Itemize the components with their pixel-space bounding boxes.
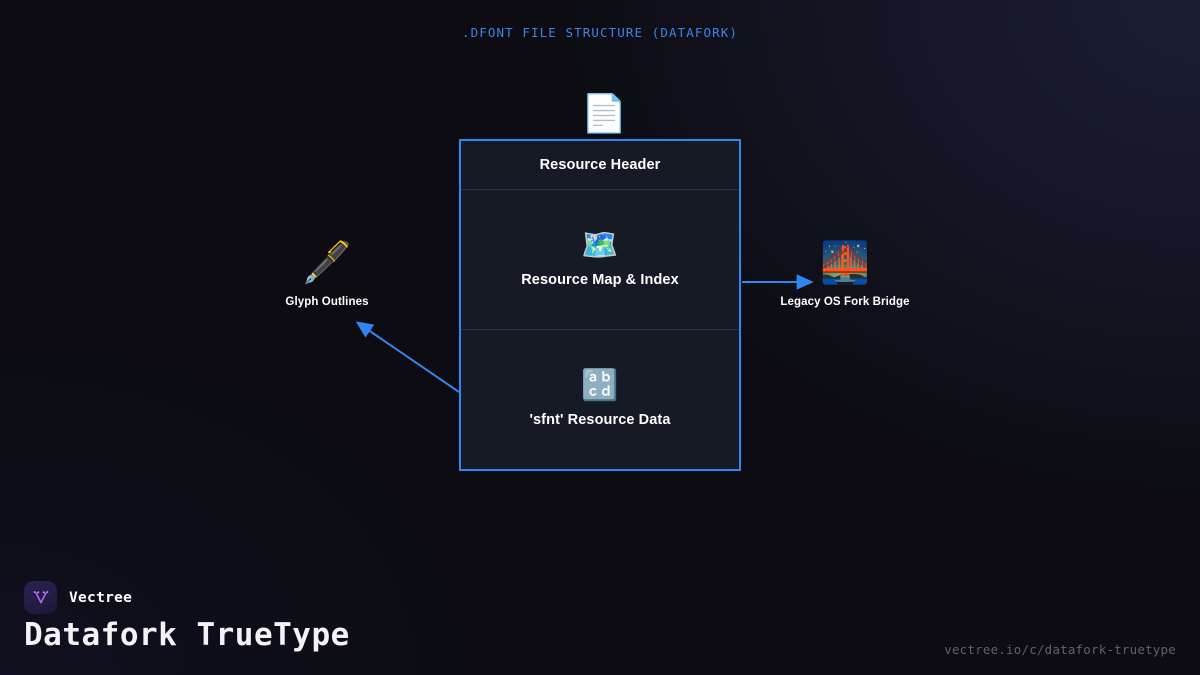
connector-to-glyph-outlines xyxy=(355,321,460,393)
node-legacy-os-fork-bridge[interactable]: 🌉 Legacy OS Fork Bridge xyxy=(755,243,935,310)
section-resource-header[interactable]: Resource Header xyxy=(461,141,739,190)
section-resource-map-index-label: Resource Map & Index xyxy=(521,272,679,288)
section-resource-map-index[interactable]: 🗺️ Resource Map & Index xyxy=(461,190,739,330)
world-map-icon: 🗺️ xyxy=(581,228,619,263)
vectree-tree-glyph xyxy=(33,590,48,603)
node-legacy-os-fork-bridge-label: Legacy OS Fork Bridge xyxy=(780,296,910,308)
dfont-structure-box: Resource Header 🗺️ Resource Map & Index … xyxy=(459,139,741,471)
diagram-title: .DFONT FILE STRUCTURE (DATAFORK) xyxy=(461,25,739,40)
input-latin-letters-icon: 🔡 xyxy=(581,368,619,403)
section-sfnt-resource-data-label: 'sfnt' Resource Data xyxy=(529,412,671,428)
footer: Vectree Datafork TrueType vectree.io/c/d… xyxy=(0,565,1200,675)
page-facing-up-icon: 📄 xyxy=(581,92,628,135)
section-resource-header-label: Resource Header xyxy=(539,157,661,173)
section-sfnt-resource-data[interactable]: 🔡 'sfnt' Resource Data xyxy=(461,330,739,469)
bridge-at-night-icon: 🌉 xyxy=(820,240,870,286)
node-glyph-outlines-label: Glyph Outlines xyxy=(285,296,369,308)
node-glyph-outlines[interactable]: 🖋️ Glyph Outlines xyxy=(237,243,417,310)
brand-name: Vectree xyxy=(69,589,133,606)
footer-title: Datafork TrueType xyxy=(24,617,350,653)
brand-row[interactable]: Vectree xyxy=(24,581,132,614)
footer-url: vectree.io/c/datafork-truetype xyxy=(944,642,1176,657)
vectree-logo-icon xyxy=(24,581,57,614)
fountain-pen-icon: 🖋️ xyxy=(302,240,352,286)
